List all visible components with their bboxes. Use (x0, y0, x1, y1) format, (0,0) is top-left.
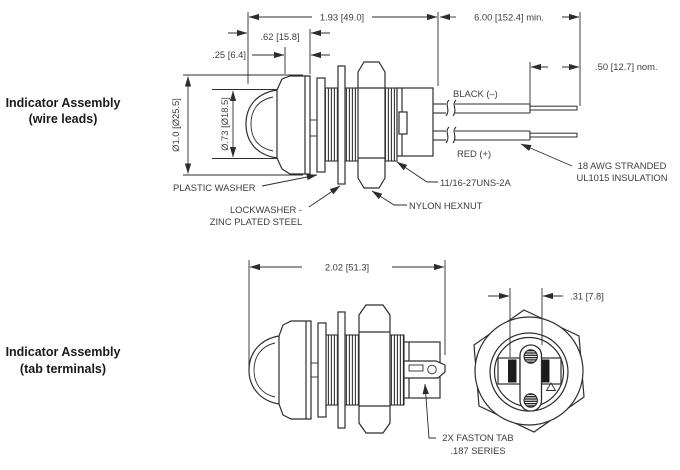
dim-overall-length-bottom: 2.02 [51.3] (249, 262, 445, 273)
polarity-triangle-marker (545, 382, 557, 391)
label-nylon-hexnut: NYLON HEXNUT (371, 190, 483, 211)
dim-bezel-diameter: Ø1.0 [Ø25.5] (170, 76, 192, 174)
svg-text:1.93 [49.0]: 1.93 [49.0] (320, 12, 364, 23)
tab-terminals-subtitle: (tab terminals) (20, 362, 106, 376)
rear-housing (396, 87, 434, 157)
wire-red-conductor (529, 132, 578, 138)
wire-leads-subtitle: (wire leads) (29, 112, 98, 126)
svg-text:.62 [15.8]: .62 [15.8] (260, 31, 299, 42)
lens-dome-highlight (250, 96, 274, 152)
svg-text:2X FASTON TAB: 2X FASTON TAB (442, 432, 513, 443)
svg-text:NYLON HEXNUT: NYLON HEXNUT (409, 200, 483, 211)
wire-leads-view: Indicator Assembly (wire leads) 1.93 [49… (6, 12, 668, 228)
dim-bezel-depth: .62 [15.8] (228, 29, 330, 42)
lockwasher (337, 65, 346, 185)
lens-dome-highlight (253, 342, 276, 398)
wire-leads-title: Indicator Assembly (6, 96, 121, 110)
wire-red-label: RED (+) (457, 148, 491, 159)
dim-lead-length: 6.00 [152.4] min. (439, 12, 580, 23)
screw-head-top (523, 349, 538, 364)
front-view: .31 [7.8] (473, 288, 604, 433)
svg-text:LOCKWASHER -: LOCKWASHER - (230, 204, 302, 215)
label-wire-spec: 18 AWG STRANDED UL1015 INSULATION (520, 143, 668, 183)
label-thread-spec: 11/16-27UNS-2A (396, 161, 511, 188)
plastic-washer (316, 77, 326, 173)
svg-text:Ø1.0 [Ø25.5]: Ø1.0 [Ø25.5] (170, 98, 181, 152)
lens-bezel (245, 75, 311, 175)
tab-end-left (497, 357, 521, 385)
wire-leads-assembly (245, 61, 578, 189)
svg-text:18 AWG STRANDED: 18 AWG STRANDED (578, 160, 667, 171)
svg-text:2.02 [51.3]: 2.02 [51.3] (325, 262, 369, 273)
lockwasher (337, 311, 346, 429)
dim-lens-diameter: Ø.73 [Ø18.5] (219, 90, 237, 158)
plastic-washer (317, 322, 327, 418)
svg-text:6.00 [152.4] min.: 6.00 [152.4] min. (474, 12, 544, 23)
wire-black (433, 99, 578, 117)
label-lockwasher: LOCKWASHER - ZINC PLATED STEEL (210, 185, 341, 227)
dim-flange-thickness: .25 [6.4] (212, 49, 330, 60)
svg-text:.31 [7.8]: .31 [7.8] (570, 291, 604, 302)
screw-head-bottom (523, 393, 538, 408)
svg-text:.50 [12.7] nom.: .50 [12.7] nom. (595, 61, 658, 72)
svg-text:ZINC PLATED STEEL: ZINC PLATED STEEL (210, 216, 303, 227)
wire-red (433, 126, 578, 144)
tab-terminals-title: Indicator Assembly (6, 345, 121, 359)
svg-text:.25 [6.4]: .25 [6.4] (212, 49, 246, 60)
svg-text:Ø.73 [Ø18.5]: Ø.73 [Ø18.5] (219, 97, 230, 151)
faston-tab (403, 360, 446, 379)
wire-black-label: BLACK (–) (453, 88, 498, 99)
label-faston-tab: 2X FASTON TAB .187 SERIES (422, 383, 514, 456)
lens-bezel (248, 320, 312, 420)
svg-text:11/16-27UNS-2A: 11/16-27UNS-2A (440, 177, 511, 188)
tab-terminals-assembly (248, 304, 446, 434)
extension-lines-bottom (248, 260, 446, 368)
svg-text:UL1015 INSULATION: UL1015 INSULATION (576, 172, 667, 183)
dim-strip-length: .50 [12.7] nom. (530, 61, 658, 72)
dim-tab-spacing: .31 [7.8] (488, 288, 604, 357)
extension-lines-top (183, 12, 581, 176)
svg-text:PLASTIC WASHER: PLASTIC WASHER (173, 182, 256, 193)
wire-black-conductor (529, 105, 578, 111)
nylon-hexnut (357, 61, 386, 189)
tab-terminals-view: Indicator Assembly (tab terminals) 2.02 … (6, 260, 604, 456)
label-plastic-washer: PLASTIC WASHER (173, 173, 318, 193)
nylon-hexnut (358, 304, 391, 434)
svg-text:.187 SERIES: .187 SERIES (450, 445, 505, 456)
center-pill (519, 344, 543, 412)
dim-overall-length-top: 1.93 [49.0] (248, 12, 438, 23)
tab-end-right (538, 357, 562, 385)
